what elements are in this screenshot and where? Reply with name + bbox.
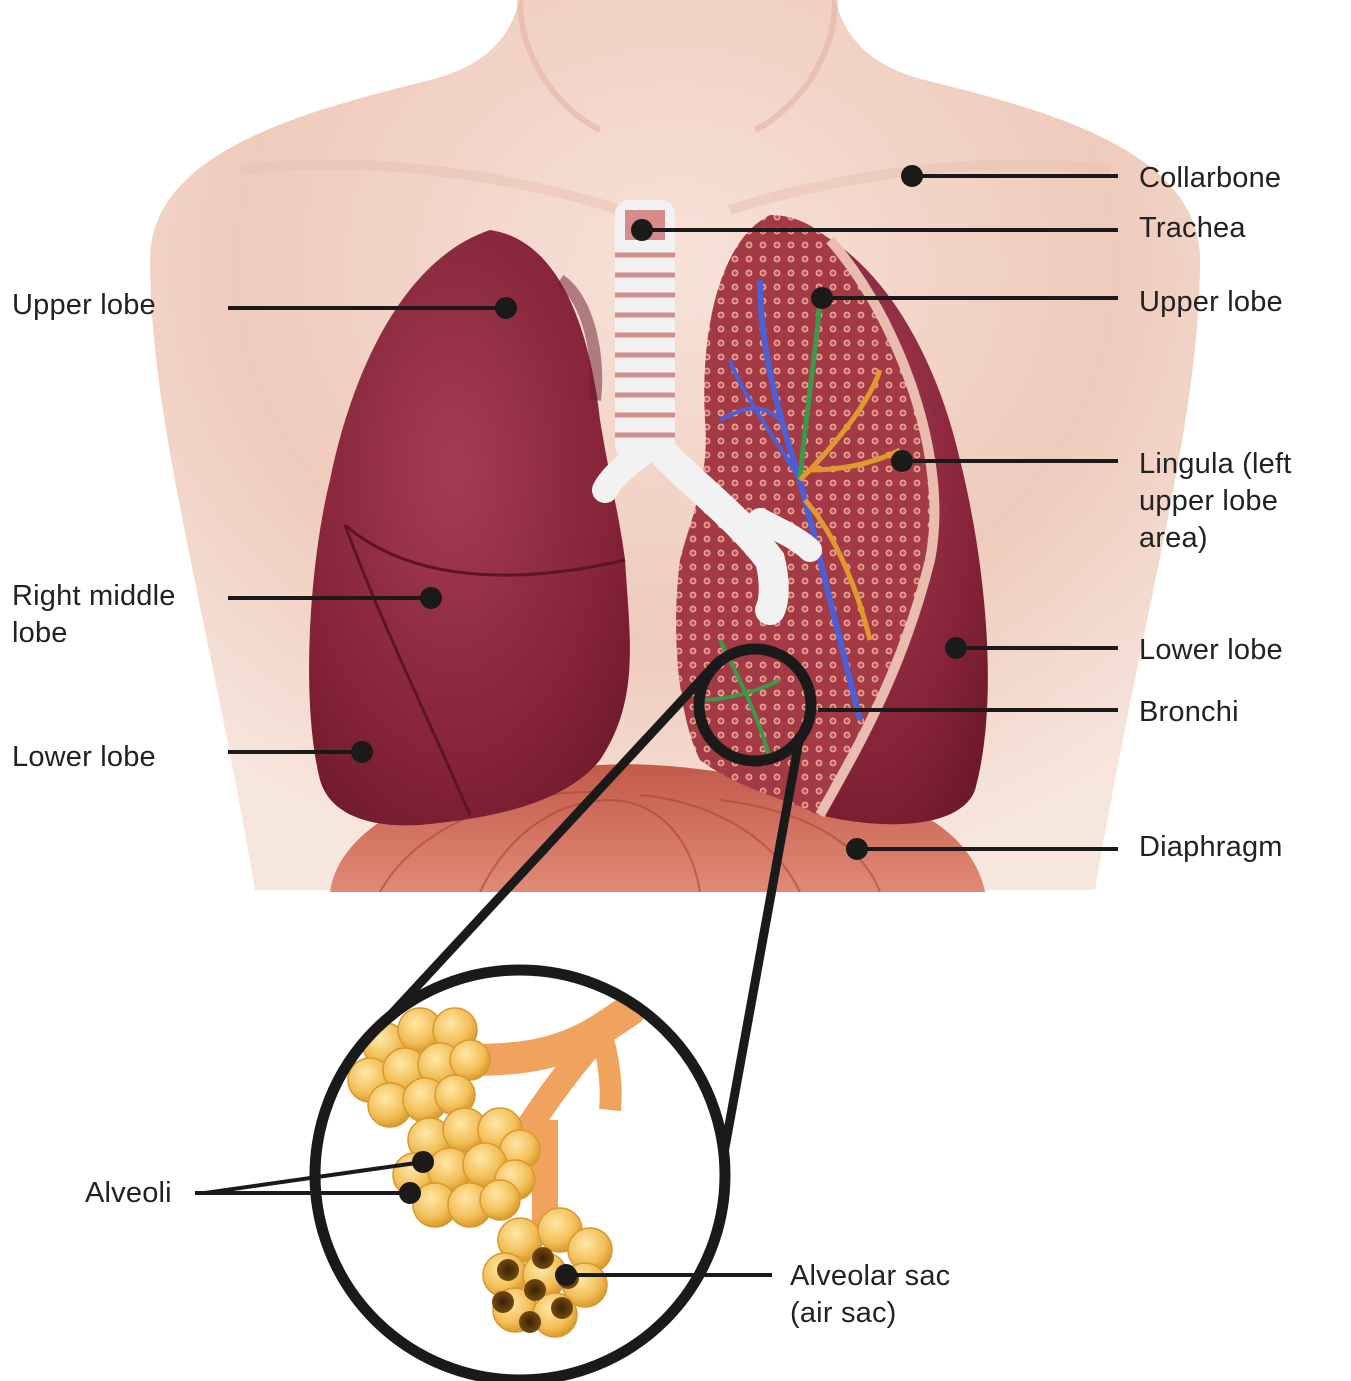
label-bronchi: Bronchi [1139,694,1239,731]
label-lower-lobe-left: Lower lobe [12,739,156,776]
leader-dot-collarbone [903,167,921,185]
leader-dot-lower-lobe-left [353,743,371,761]
leader-dot-upper-lobe-right [813,289,831,307]
label-right-middle-lobe: Right middle lobe [12,578,176,652]
label-alveoli: Alveoli [85,1175,172,1212]
label-lower-lobe-right: Lower lobe [1139,632,1283,669]
leader-dot-alveolar-sac [557,1266,575,1284]
leader-dot-right-middle-lobe [422,589,440,607]
label-trachea: Trachea [1139,210,1246,247]
label-diaphragm: Diaphragm [1139,829,1283,866]
leader-dot-alveoli-b [401,1184,419,1202]
label-upper-lobe-left: Upper lobe [12,287,156,324]
label-alveolar-sac: Alveolar sac (air sac) [790,1258,950,1332]
label-collarbone: Collarbone [1139,160,1281,197]
leader-dot-alveoli-a [414,1153,432,1171]
leader-dot-trachea [633,221,651,239]
leader-dot-upper-lobe-left [497,299,515,317]
label-lingula: Lingula (left upper lobe area) [1139,446,1292,557]
leader-dot-lingula [893,452,911,470]
label-upper-lobe-right: Upper lobe [1139,284,1283,321]
leader-dot-diaphragm [848,840,866,858]
leader-dot-lower-lobe-right [947,639,965,657]
